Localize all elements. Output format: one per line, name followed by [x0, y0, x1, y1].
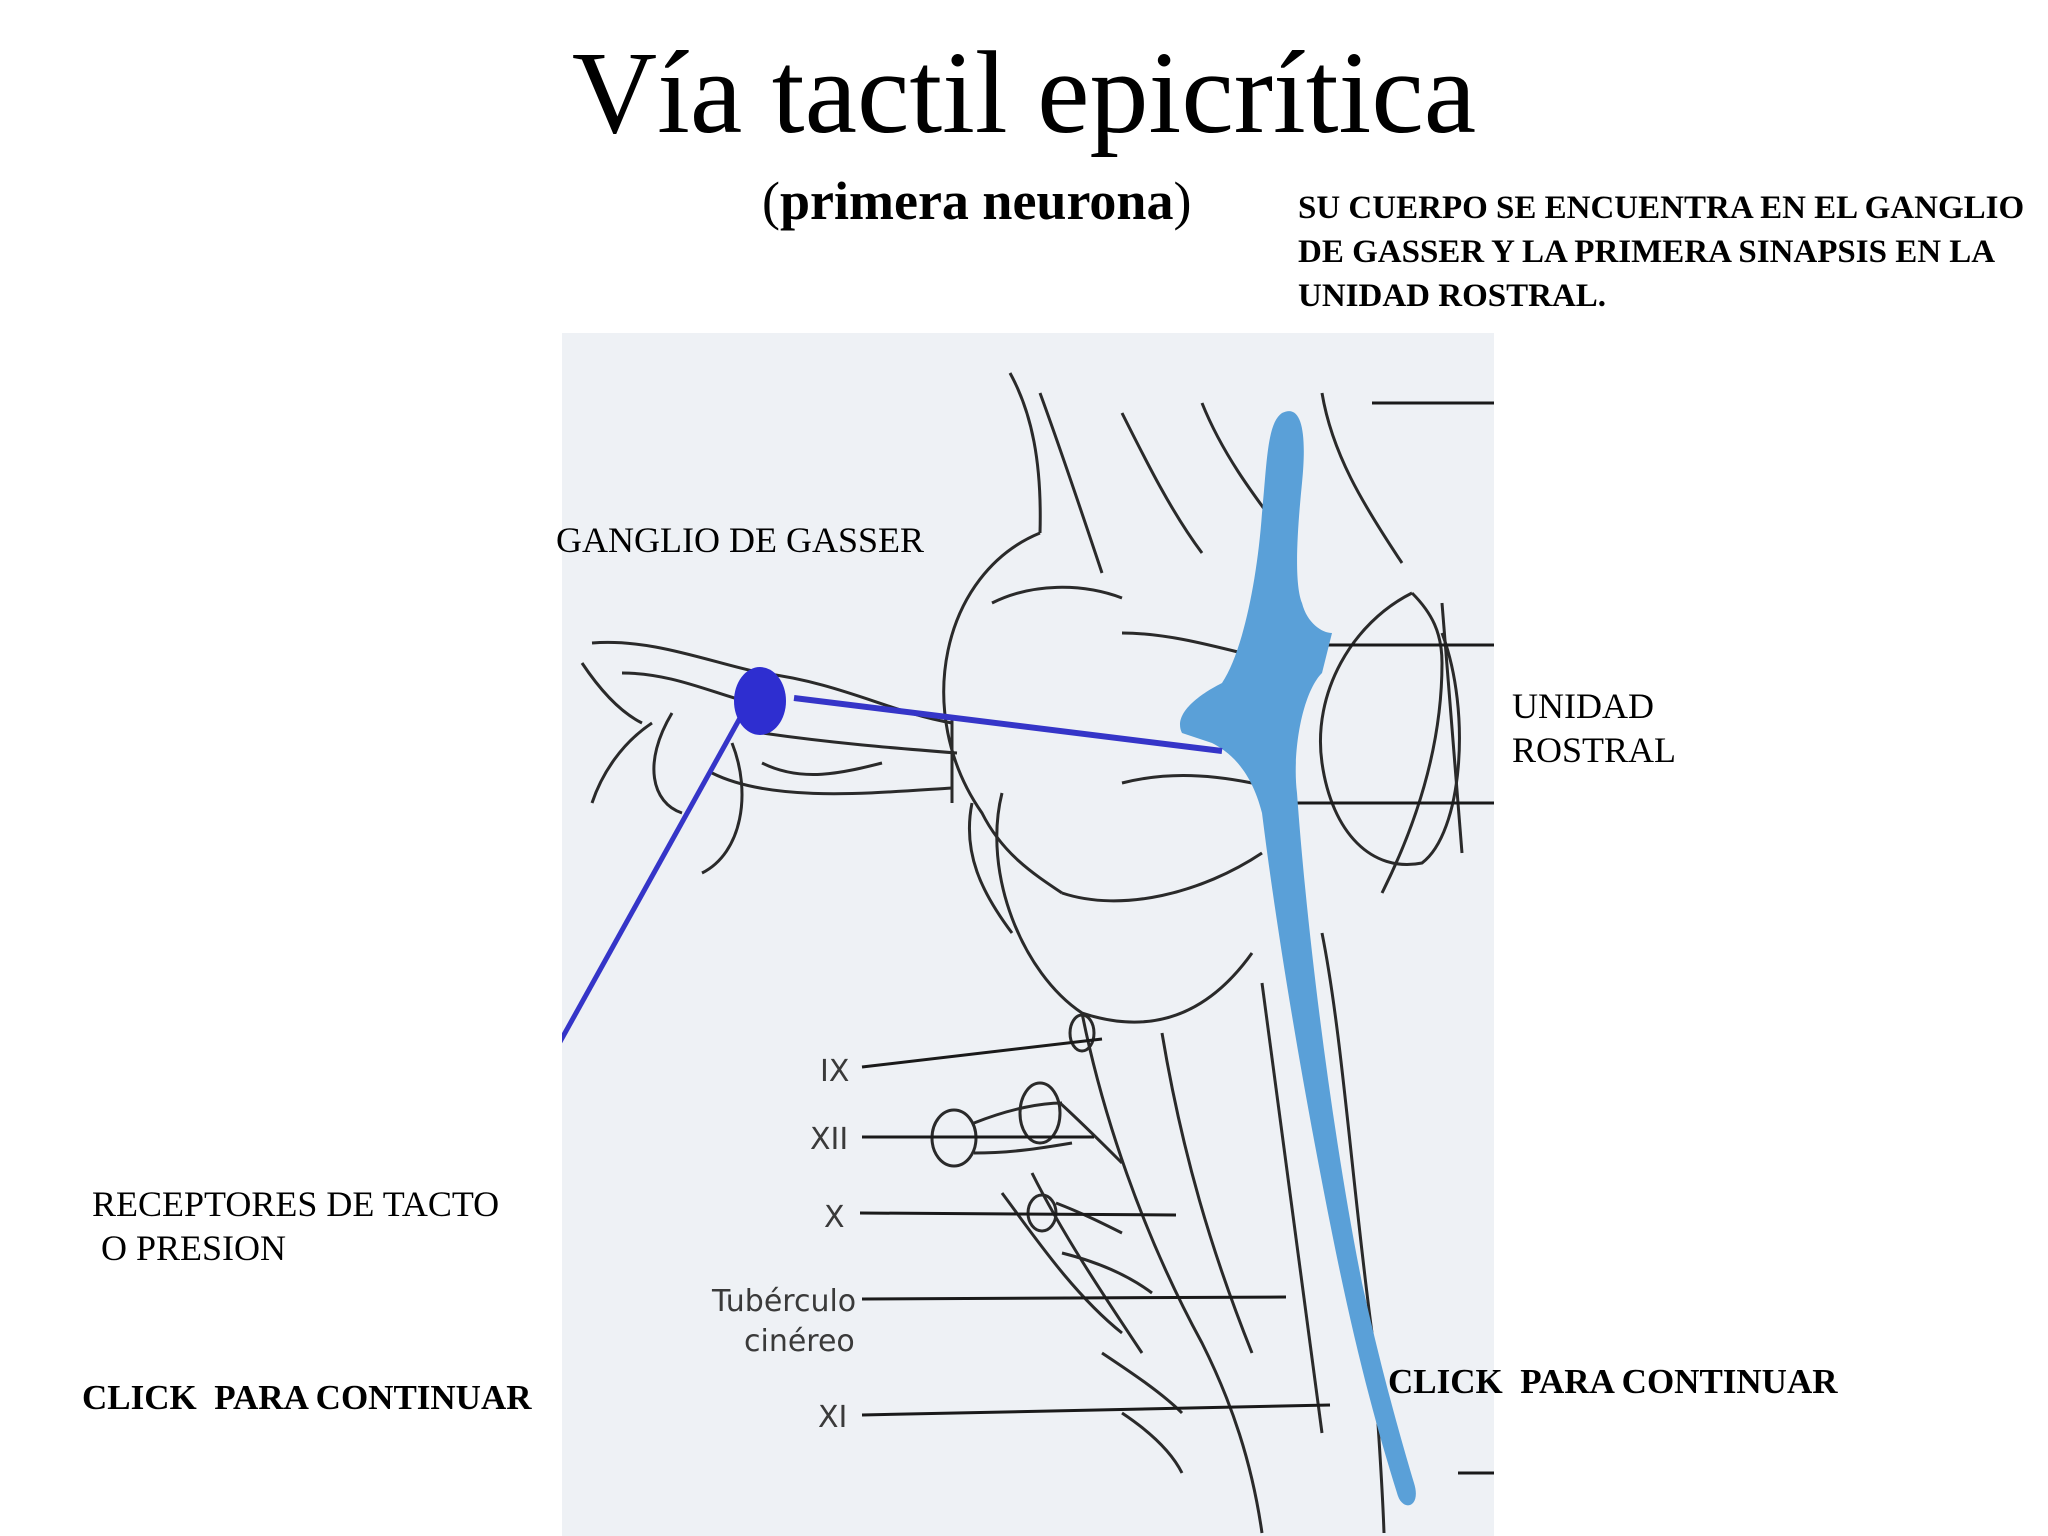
label-receptores-line1: RECEPTORES DE TACTO: [92, 1184, 500, 1224]
click-continue-left-button[interactable]: CLICK PARA CONTINUAR: [82, 1378, 532, 1417]
subtitle-bold-text: primera neurona: [779, 171, 1174, 231]
label-ganglio-de-gasser: GANGLIO DE GASSER: [556, 520, 924, 560]
peripheral-axon-line: [562, 716, 743, 1044]
label-receptores-line2: O PRESION: [92, 1228, 287, 1268]
neuron-cell-body: [734, 667, 786, 735]
subtitle-open-paren: (: [762, 171, 780, 231]
nerve-label-xii: XII: [810, 1122, 848, 1157]
label-unidad-line2: ROSTRAL: [1512, 730, 1677, 770]
brainstem-sketch: [580, 372, 1464, 1534]
nerve-label-ix: IX: [820, 1054, 849, 1089]
label-receptores: RECEPTORES DE TACTO O PRESION: [92, 1182, 499, 1270]
nerve-label-tuberculo: Tubérculo: [711, 1284, 856, 1319]
click-continue-right-button[interactable]: CLICK PARA CONTINUAR: [1388, 1362, 1838, 1401]
subtitle-close-paren: ): [1173, 171, 1192, 231]
nerve-label-x: X: [824, 1200, 845, 1235]
label-leader-lines: [859, 401, 1494, 1475]
label-unidad-rostral: UNIDAD ROSTRAL: [1512, 684, 1676, 772]
description-text: SU CUERPO SE ENCUENTRA EN EL GANGLIO DE …: [1298, 190, 2025, 314]
figure-background: [562, 333, 1494, 1536]
slide-title: Vía tactil epicrítica: [571, 27, 1477, 158]
slide-subtitle: (primera neurona): [762, 168, 1191, 234]
label-unidad-line1: UNIDAD: [1512, 686, 1654, 726]
brainstem-illustration: IX XII X Tubérculo cinéreo XI: [562, 333, 1494, 1536]
nerve-label-xi: XI: [818, 1400, 847, 1435]
central-axon-line: [793, 695, 1223, 754]
pathway-highlight: [1180, 411, 1416, 1506]
nerve-label-cinereo: cinéreo: [744, 1324, 855, 1359]
